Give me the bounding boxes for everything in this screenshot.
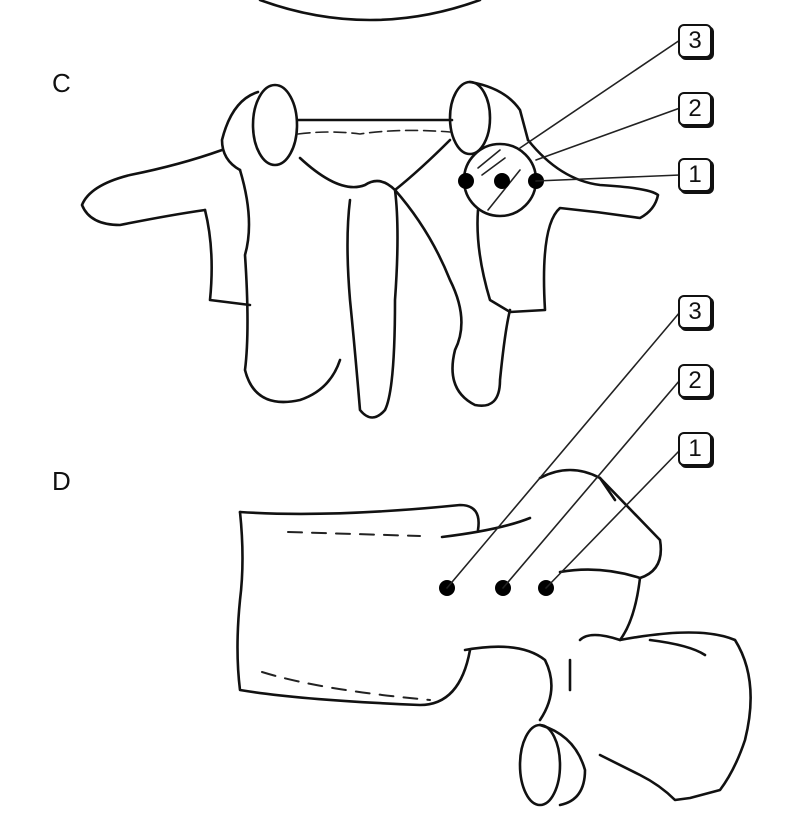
callout-d-2: 2 — [678, 364, 712, 398]
callout-c-1: 1 — [678, 158, 712, 192]
callout-d-3: 3 — [678, 295, 712, 329]
callout-d-1: 1 — [678, 432, 712, 466]
panel-label-c: C — [52, 68, 71, 98]
panel-c-drawing — [80, 39, 681, 419]
callout-c-3: 3 — [678, 24, 712, 58]
panel-label-d: D — [52, 466, 71, 496]
callout-c-2: 2 — [678, 92, 712, 126]
panel-d-drawing — [236, 311, 752, 807]
previous-panel-arc — [258, 0, 482, 22]
